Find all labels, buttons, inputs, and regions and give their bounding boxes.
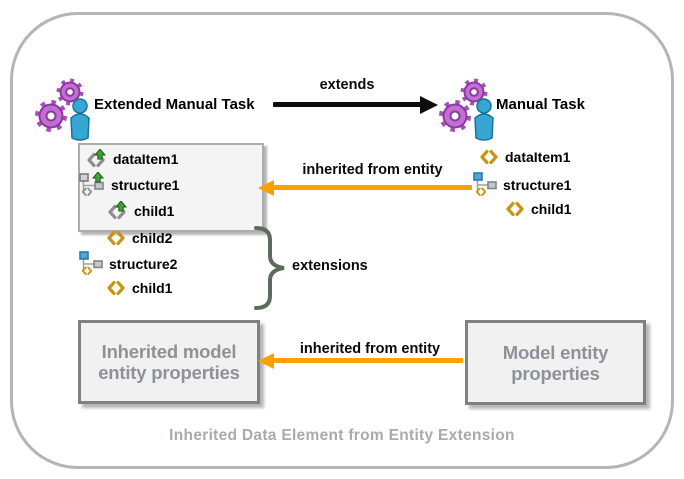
list-item-label: child1 — [531, 201, 572, 217]
list-item: child1 — [505, 201, 571, 217]
extends-label: extends — [319, 77, 375, 93]
inherited-arrow-bottom-line — [274, 358, 463, 363]
inherited-from-entity-bottom-label: inherited from entity — [299, 341, 441, 357]
extends-arrow-line — [273, 102, 421, 107]
inherited-structure-icon — [79, 172, 104, 197]
list-item-label: child1 — [132, 280, 173, 296]
inherited-from-entity-top-label: inherited from entity — [302, 162, 443, 178]
list-item-label: dataItem1 — [113, 150, 179, 167]
structure-icon — [473, 172, 497, 197]
manual-task-title: Manual Task — [496, 96, 585, 113]
list-item: dataItem1 — [85, 149, 178, 168]
extends-arrowhead-icon — [420, 95, 438, 114]
data-item-icon — [107, 230, 125, 246]
box-text-line: Model entity — [502, 341, 609, 363]
box-text-line: properties — [511, 362, 600, 384]
data-item-icon — [480, 149, 498, 165]
inherited-arrowhead-bottom-icon — [258, 352, 274, 369]
list-item: structure2 — [79, 251, 177, 277]
data-item-icon — [506, 201, 524, 217]
model-entity-properties-box: Model entity properties — [465, 320, 646, 405]
list-item: structure1 — [79, 172, 179, 198]
list-item-label: structure1 — [111, 177, 180, 193]
outer-frame — [10, 12, 674, 469]
structure-icon — [79, 251, 103, 276]
extensions-label: extensions — [292, 258, 368, 274]
list-item-label: child2 — [132, 230, 173, 246]
extended-manual-task-icon — [32, 76, 94, 142]
inherited-arrowhead-top-icon — [258, 179, 274, 196]
inherited-arrow-top-line — [274, 185, 472, 190]
inherited-model-entity-properties-box: Inherited model entity properties — [78, 320, 260, 404]
list-item: structure1 — [473, 172, 571, 198]
list-item-label: structure2 — [109, 256, 178, 272]
list-item: dataItem1 — [479, 149, 570, 165]
inherited-items-box — [78, 143, 264, 232]
extensions-brace-icon — [254, 226, 285, 310]
extended-manual-task-title: Extended Manual Task — [94, 96, 255, 113]
inherited-data-item-icon — [87, 149, 106, 168]
manual-task-icon — [436, 76, 498, 142]
inherited-data-item-icon — [108, 201, 127, 220]
box-text-line: entity properties — [98, 362, 240, 383]
diagram-caption: Inherited Data Element from Entity Exten… — [169, 427, 515, 444]
list-item-label: dataItem1 — [505, 149, 571, 165]
data-item-icon — [107, 280, 125, 296]
list-item: child2 — [106, 230, 172, 246]
list-item: child1 — [106, 201, 174, 220]
list-item-label: structure1 — [503, 177, 572, 193]
list-item-label: child1 — [134, 202, 175, 219]
box-text-line: Inherited model — [101, 341, 237, 362]
list-item: child1 — [106, 280, 172, 296]
